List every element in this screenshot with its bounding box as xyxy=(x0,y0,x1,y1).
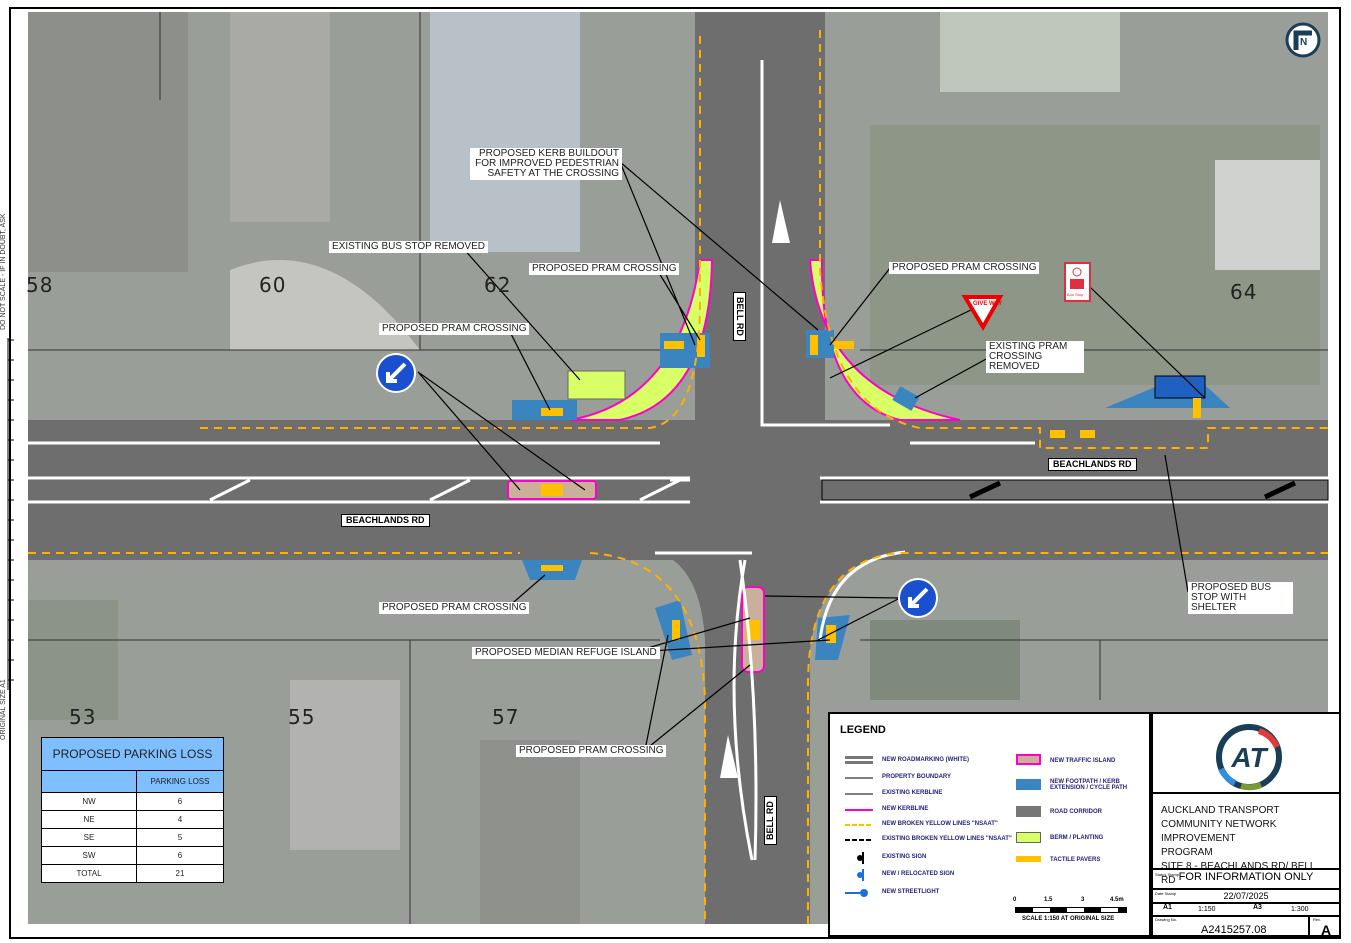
title-line: SITE 8 - BEACHLANDS RD/ BELL RD xyxy=(1161,861,1316,886)
lot-number: 58 xyxy=(26,273,54,297)
legend-swatch-berm xyxy=(1016,832,1041,843)
callout-pram-crossing-sw: PROPOSED PRAM CROSSING xyxy=(379,602,530,614)
parking-table-title: PROPOSED PARKING LOSS xyxy=(41,737,224,771)
auckland-transport-logo: AT xyxy=(1216,724,1282,791)
do-not-scale-note: DO NOT SCALE - IF IN DOUBT, ASK xyxy=(0,213,7,330)
scale-a3: 1:300 xyxy=(1291,906,1309,913)
value: 6 xyxy=(136,846,224,865)
lot-number: 62 xyxy=(484,273,512,297)
legend-item: BERM / PLANTING xyxy=(1050,835,1104,841)
legend-item: EXISTING BROKEN YELLOW LINES "NSAAT" xyxy=(882,836,1012,842)
date-stamp: 22/07/2025 xyxy=(1223,891,1269,901)
lot-number: 57 xyxy=(492,705,520,729)
callout-existing-bus-stop-removed: EXISTING BUS STOP REMOVED xyxy=(329,241,488,253)
callout-median-refuge-island: PROPOSED MEDIAN REFUGE ISLAND xyxy=(472,647,660,659)
legend: LEGEND NEW ROADMARKING (WHITE) PROPERTY … xyxy=(828,712,1151,937)
north-arrow-icon: N xyxy=(1300,37,1308,48)
callout-pram-crossing-ne: PROPOSED PRAM CROSSING xyxy=(889,262,1040,274)
scale-a1: 1:150 xyxy=(1198,906,1216,913)
legend-item: NEW ROADMARKING (WHITE) xyxy=(882,757,969,763)
area: SW xyxy=(41,846,137,865)
road-label-bell-rd-north: BELL RD xyxy=(733,292,746,341)
legend-item: EXISTING SIGN xyxy=(882,854,927,860)
callout-proposed-bus-stop: PROPOSED BUS STOP WITH SHELTER xyxy=(1188,582,1293,614)
legend-item: NEW / RELOCATED SIGN xyxy=(882,871,955,877)
title-line: PROGRAM xyxy=(1161,847,1213,858)
title-line: COMMUNITY NETWORK IMPROVEMENT xyxy=(1161,819,1277,844)
svg-text:AT: AT xyxy=(1230,742,1269,773)
area: NW xyxy=(41,792,137,811)
legend-line-symbols xyxy=(845,756,873,897)
lot-number: 64 xyxy=(1230,280,1258,304)
legend-swatch-road-corridor xyxy=(1016,806,1041,817)
lot-number: 55 xyxy=(288,705,316,729)
status-label: Status Stamp xyxy=(1155,872,1180,877)
scale-tick: 4.5m xyxy=(1110,897,1124,903)
scale-tick: 1.5 xyxy=(1044,897,1053,903)
revision: A xyxy=(1321,922,1332,938)
legend-item: PROPERTY BOUNDARY xyxy=(882,774,952,780)
sheet-a3: A3 xyxy=(1253,904,1262,911)
original-size-note: ORIGINAL SIZE A1 xyxy=(0,679,7,740)
road-label-beachlands-rd-west: BEACHLANDS RD xyxy=(341,514,430,527)
callout-pram-crossing-nw: PROPOSED PRAM CROSSING xyxy=(529,263,680,275)
callout-pram-crossing-w: PROPOSED PRAM CROSSING xyxy=(379,323,530,335)
lot-number: 53 xyxy=(69,705,97,729)
value: 6 xyxy=(136,792,224,811)
parking-table-header: PARKING LOSS xyxy=(136,770,224,793)
sheet-a1: A1 xyxy=(1163,904,1172,911)
header-blank xyxy=(41,770,137,793)
date-label: Date Stamp xyxy=(1155,891,1177,896)
scale-tick: 0 xyxy=(1013,897,1017,903)
title-line: AUCKLAND TRANSPORT xyxy=(1161,805,1280,816)
legend-item: ROAD CORRIDOR xyxy=(1050,809,1102,815)
legend-item: NEW TRAFFIC ISLAND xyxy=(1050,758,1116,764)
callout-kerb-buildout: PROPOSED KERB BUILDOUT FOR IMPROVED PEDE… xyxy=(470,148,622,180)
legend-item: NEW KERBLINE xyxy=(882,806,929,812)
road-label-beachlands-rd-east: BEACHLANDS RD xyxy=(1048,458,1137,471)
legend-item: EXISTING KERBLINE xyxy=(882,790,943,796)
area: TOTAL xyxy=(41,864,137,883)
bus-stop-sign: Bus Stop xyxy=(1067,292,1084,297)
area: SE xyxy=(41,828,137,847)
drawing-number: A2415257.08 xyxy=(1201,924,1267,936)
lot-number: 60 xyxy=(259,273,287,297)
legend-swatch-footpath xyxy=(1016,779,1041,790)
legend-item: NEW BROKEN YELLOW LINES "NSAAT" xyxy=(882,821,998,827)
callout-pram-crossing-s: PROPOSED PRAM CROSSING xyxy=(516,745,667,757)
legend-item: NEW STREETLIGHT xyxy=(882,889,940,895)
area: NE xyxy=(41,810,137,829)
legend-swatch-tactile xyxy=(1016,856,1041,862)
value: 4 xyxy=(136,810,224,829)
legend-item: NEW FOOTPATH / KERB EXTENSION / CYCLE PA… xyxy=(1050,779,1128,791)
give-way-sign: GIVE WAY xyxy=(973,301,1003,307)
drawing-no-label: Drawing No. xyxy=(1155,917,1178,922)
value: 21 xyxy=(136,864,224,883)
road-label-bell-rd-south: BELL RD xyxy=(764,796,777,845)
value: 5 xyxy=(136,828,224,847)
legend-item: TACTILE PAVERS xyxy=(1050,857,1101,863)
legend-title: LEGEND xyxy=(840,724,886,736)
scale-caption: SCALE 1:150 AT ORIGINAL SIZE xyxy=(1022,916,1115,922)
legend-swatch-traffic-island xyxy=(1016,754,1041,765)
scale-tick: 3 xyxy=(1081,897,1085,903)
rev-label: Rev. xyxy=(1313,917,1321,922)
callout-existing-pram-crossing-removed: EXISTING PRAM CROSSING REMOVED xyxy=(986,341,1084,373)
title-block: AT AUCKLAND TRANSPORT COMMUNITY NETWORK … xyxy=(1151,712,1341,939)
status-stamp: FOR INFORMATION ONLY xyxy=(1178,871,1314,883)
